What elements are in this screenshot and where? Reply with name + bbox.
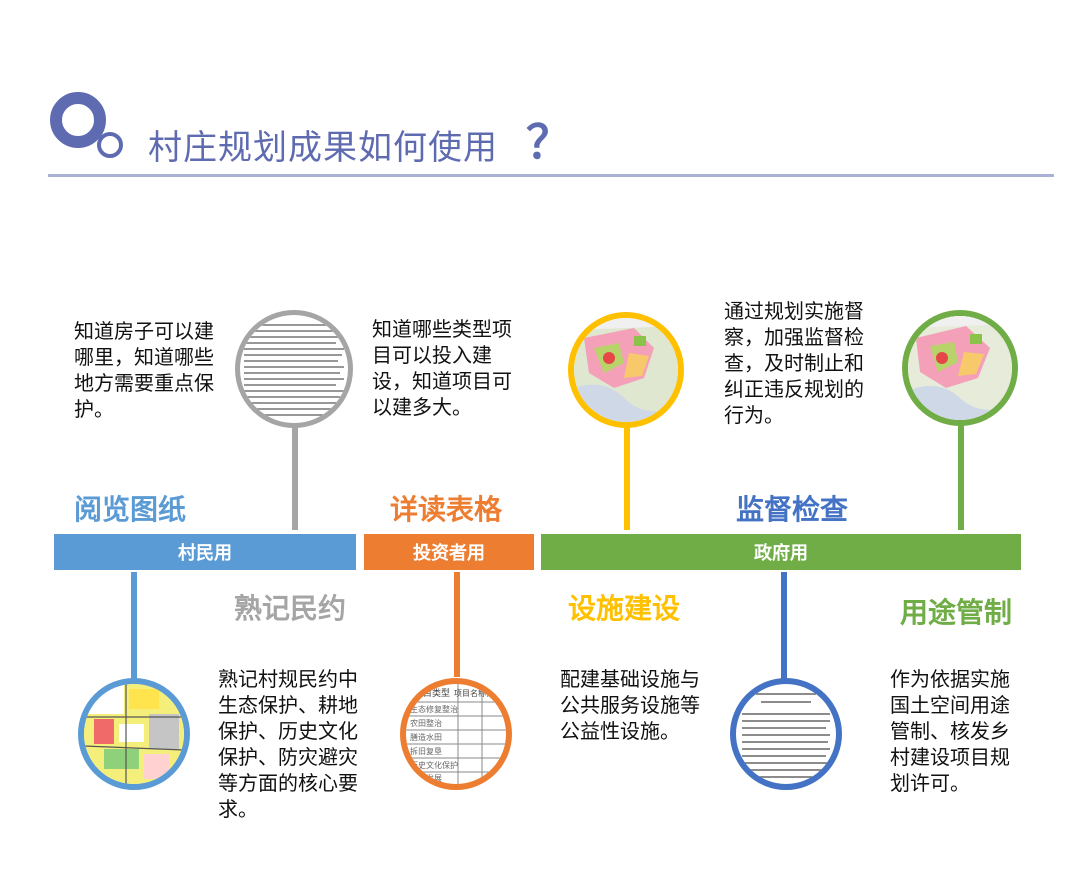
- title-divider: [48, 174, 1054, 177]
- table-row-5: 产业发展: [410, 773, 442, 783]
- project-table-thumbnail: 项目类型 项目名称 位置 生态修复整治 农田整治 膳造水田 拆旧复垦 历史文化保…: [400, 678, 512, 790]
- table-row-1: 农田整治: [410, 718, 442, 728]
- table-row-3: 拆旧复垦: [410, 746, 442, 756]
- connector-read-document: [292, 425, 298, 530]
- connector-facility-map: [624, 425, 630, 530]
- table-header-name: 项目名称: [454, 688, 486, 698]
- desc-memorize-rules: 熟记村规民约中生态保护、耕地保护、历史文化保护、防灾避灾等方面的核心要求。: [218, 667, 358, 821]
- category-read-tables: 详读表格: [390, 493, 503, 526]
- table-header-location: 位置: [486, 688, 502, 698]
- desc-supervision: 通过规划实施督察，加强监督检查，及时制止和纠正违反规划的行为。: [724, 299, 864, 427]
- policy-notice-thumbnail: [730, 678, 842, 790]
- category-facilities: 设施建设: [568, 592, 681, 625]
- connector-gov-map: [958, 418, 964, 530]
- table-row-0: 生态修复整治: [410, 704, 458, 714]
- question-mark-icon: ？: [526, 115, 572, 169]
- village-map-thumbnail: [78, 678, 190, 790]
- planning-map-thumbnail: [568, 312, 684, 428]
- connector-villager-map: [131, 572, 137, 682]
- desc-view-drawings: 知道房子可以建哪里，知道哪些地方需要重点保护。: [74, 319, 214, 421]
- category-supervision: 监督检查: [736, 493, 849, 526]
- document-thumbnail: [235, 310, 353, 428]
- table-row-2: 膳造水田: [410, 732, 442, 742]
- desc-land-use-control: 作为依据实施国土空间用途管制、核发乡村建设项目规划许可。: [890, 667, 1010, 795]
- connector-investor-table: [454, 572, 460, 677]
- page-title: 村庄规划成果如何使用: [148, 128, 498, 168]
- desc-read-tables: 知道哪些类型项目可以投入建设，知道项目可以建多大。: [372, 317, 512, 419]
- category-land-use-control: 用途管制: [900, 596, 1013, 629]
- logo-small-ring-icon: [97, 132, 123, 158]
- category-view-drawings: 阅览图纸: [74, 493, 187, 526]
- table-header-type: 项目类型: [414, 687, 450, 699]
- desc-facilities: 配建基础设施与公共服务设施等公益性设施。: [560, 667, 700, 743]
- connector-supervision-notice: [781, 572, 787, 682]
- table-row-4: 历史文化保护: [410, 760, 458, 770]
- government-use-bar: 政府用: [541, 534, 1021, 570]
- gov-planning-map-thumbnail: [902, 310, 1018, 426]
- villager-use-bar: 村民用: [54, 534, 356, 570]
- investor-use-bar: 投资者用: [364, 534, 534, 570]
- category-memorize-rules: 熟记民约: [234, 592, 347, 625]
